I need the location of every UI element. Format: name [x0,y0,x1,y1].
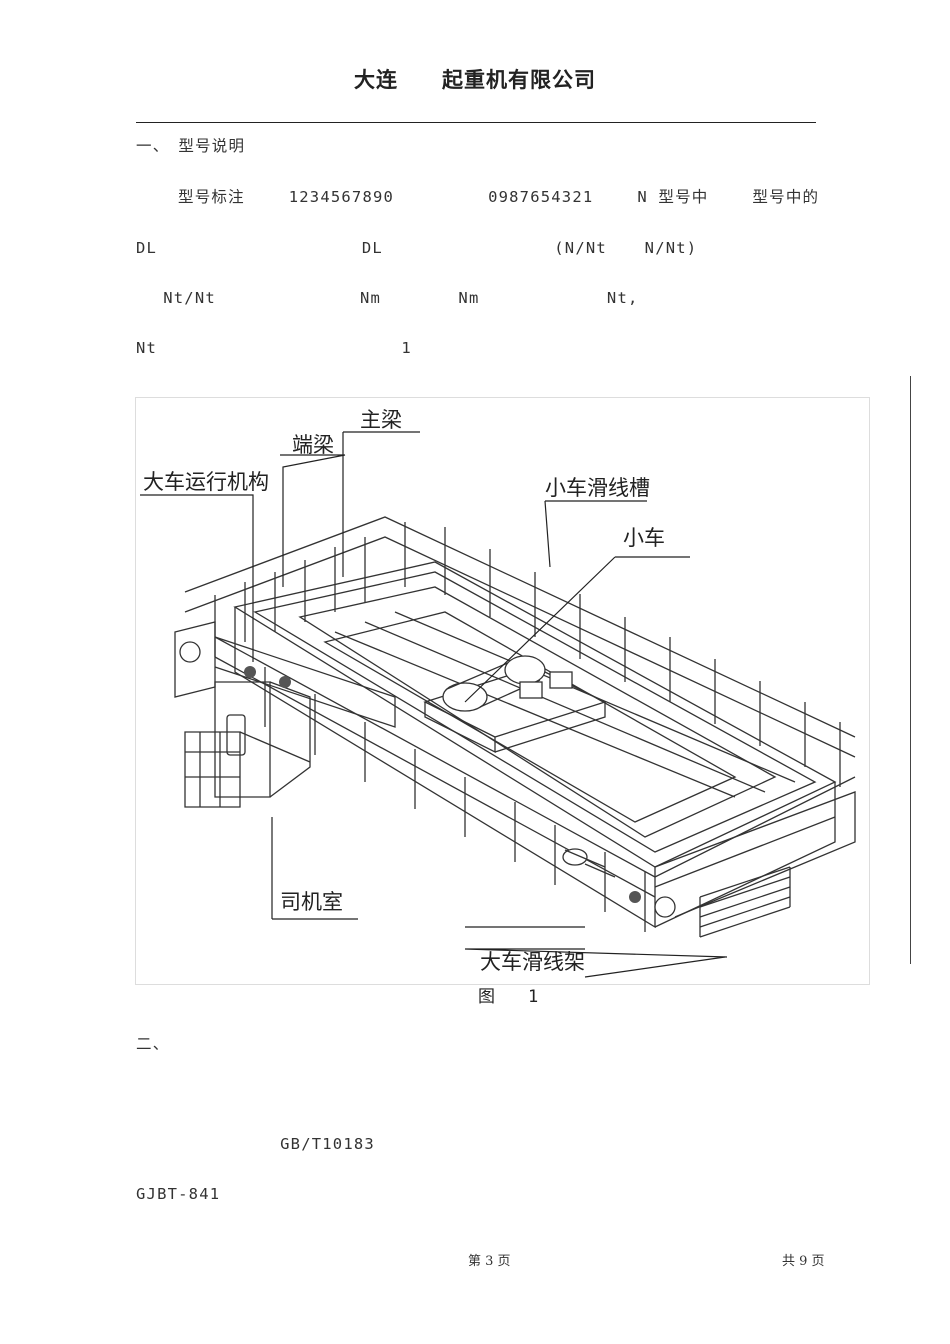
page-number: 第 3 页 [468,1254,511,1269]
label-cabin: 司机室 [280,890,343,914]
page-header-title: 大连 起重机有限公司 [354,68,596,92]
body-line: GB/T10183 [136,1135,703,1153]
label-trolley: 小车 [623,526,665,550]
header-divider [136,122,816,123]
label-trolley-trough: 小车滑线槽 [545,476,650,500]
body-line: DL DL (N/Nt N/Nt) [136,239,748,257]
section-heading-1: 一、 型号说明 [136,137,246,155]
label-crane-travel: 大车运行机构 [143,470,269,494]
body-line: 型号标注 1234567890 0987654321 N 型号中 型号中的 [178,188,820,206]
page-total: 共 9 页 [782,1254,825,1269]
body-line [136,1082,654,1104]
body-line: Nt/Nt Nm Nm Nt, [136,289,689,307]
body-line: Nt 1 [136,339,429,357]
section-heading-2: 二、 [136,1035,363,1053]
figure-right-edge [910,376,911,964]
figure-caption: 图 1 [478,987,547,1007]
crane-diagram: 主梁 端梁 大车运行机构 小车滑线槽 小车 司机室 大车滑线架 [135,378,870,985]
label-crane-conductor: 大车滑线架 [480,950,585,974]
label-main-girder: 主梁 [360,408,402,432]
body-line: GJBT-841 [136,1185,432,1203]
label-end-beam: 端梁 [292,433,334,457]
